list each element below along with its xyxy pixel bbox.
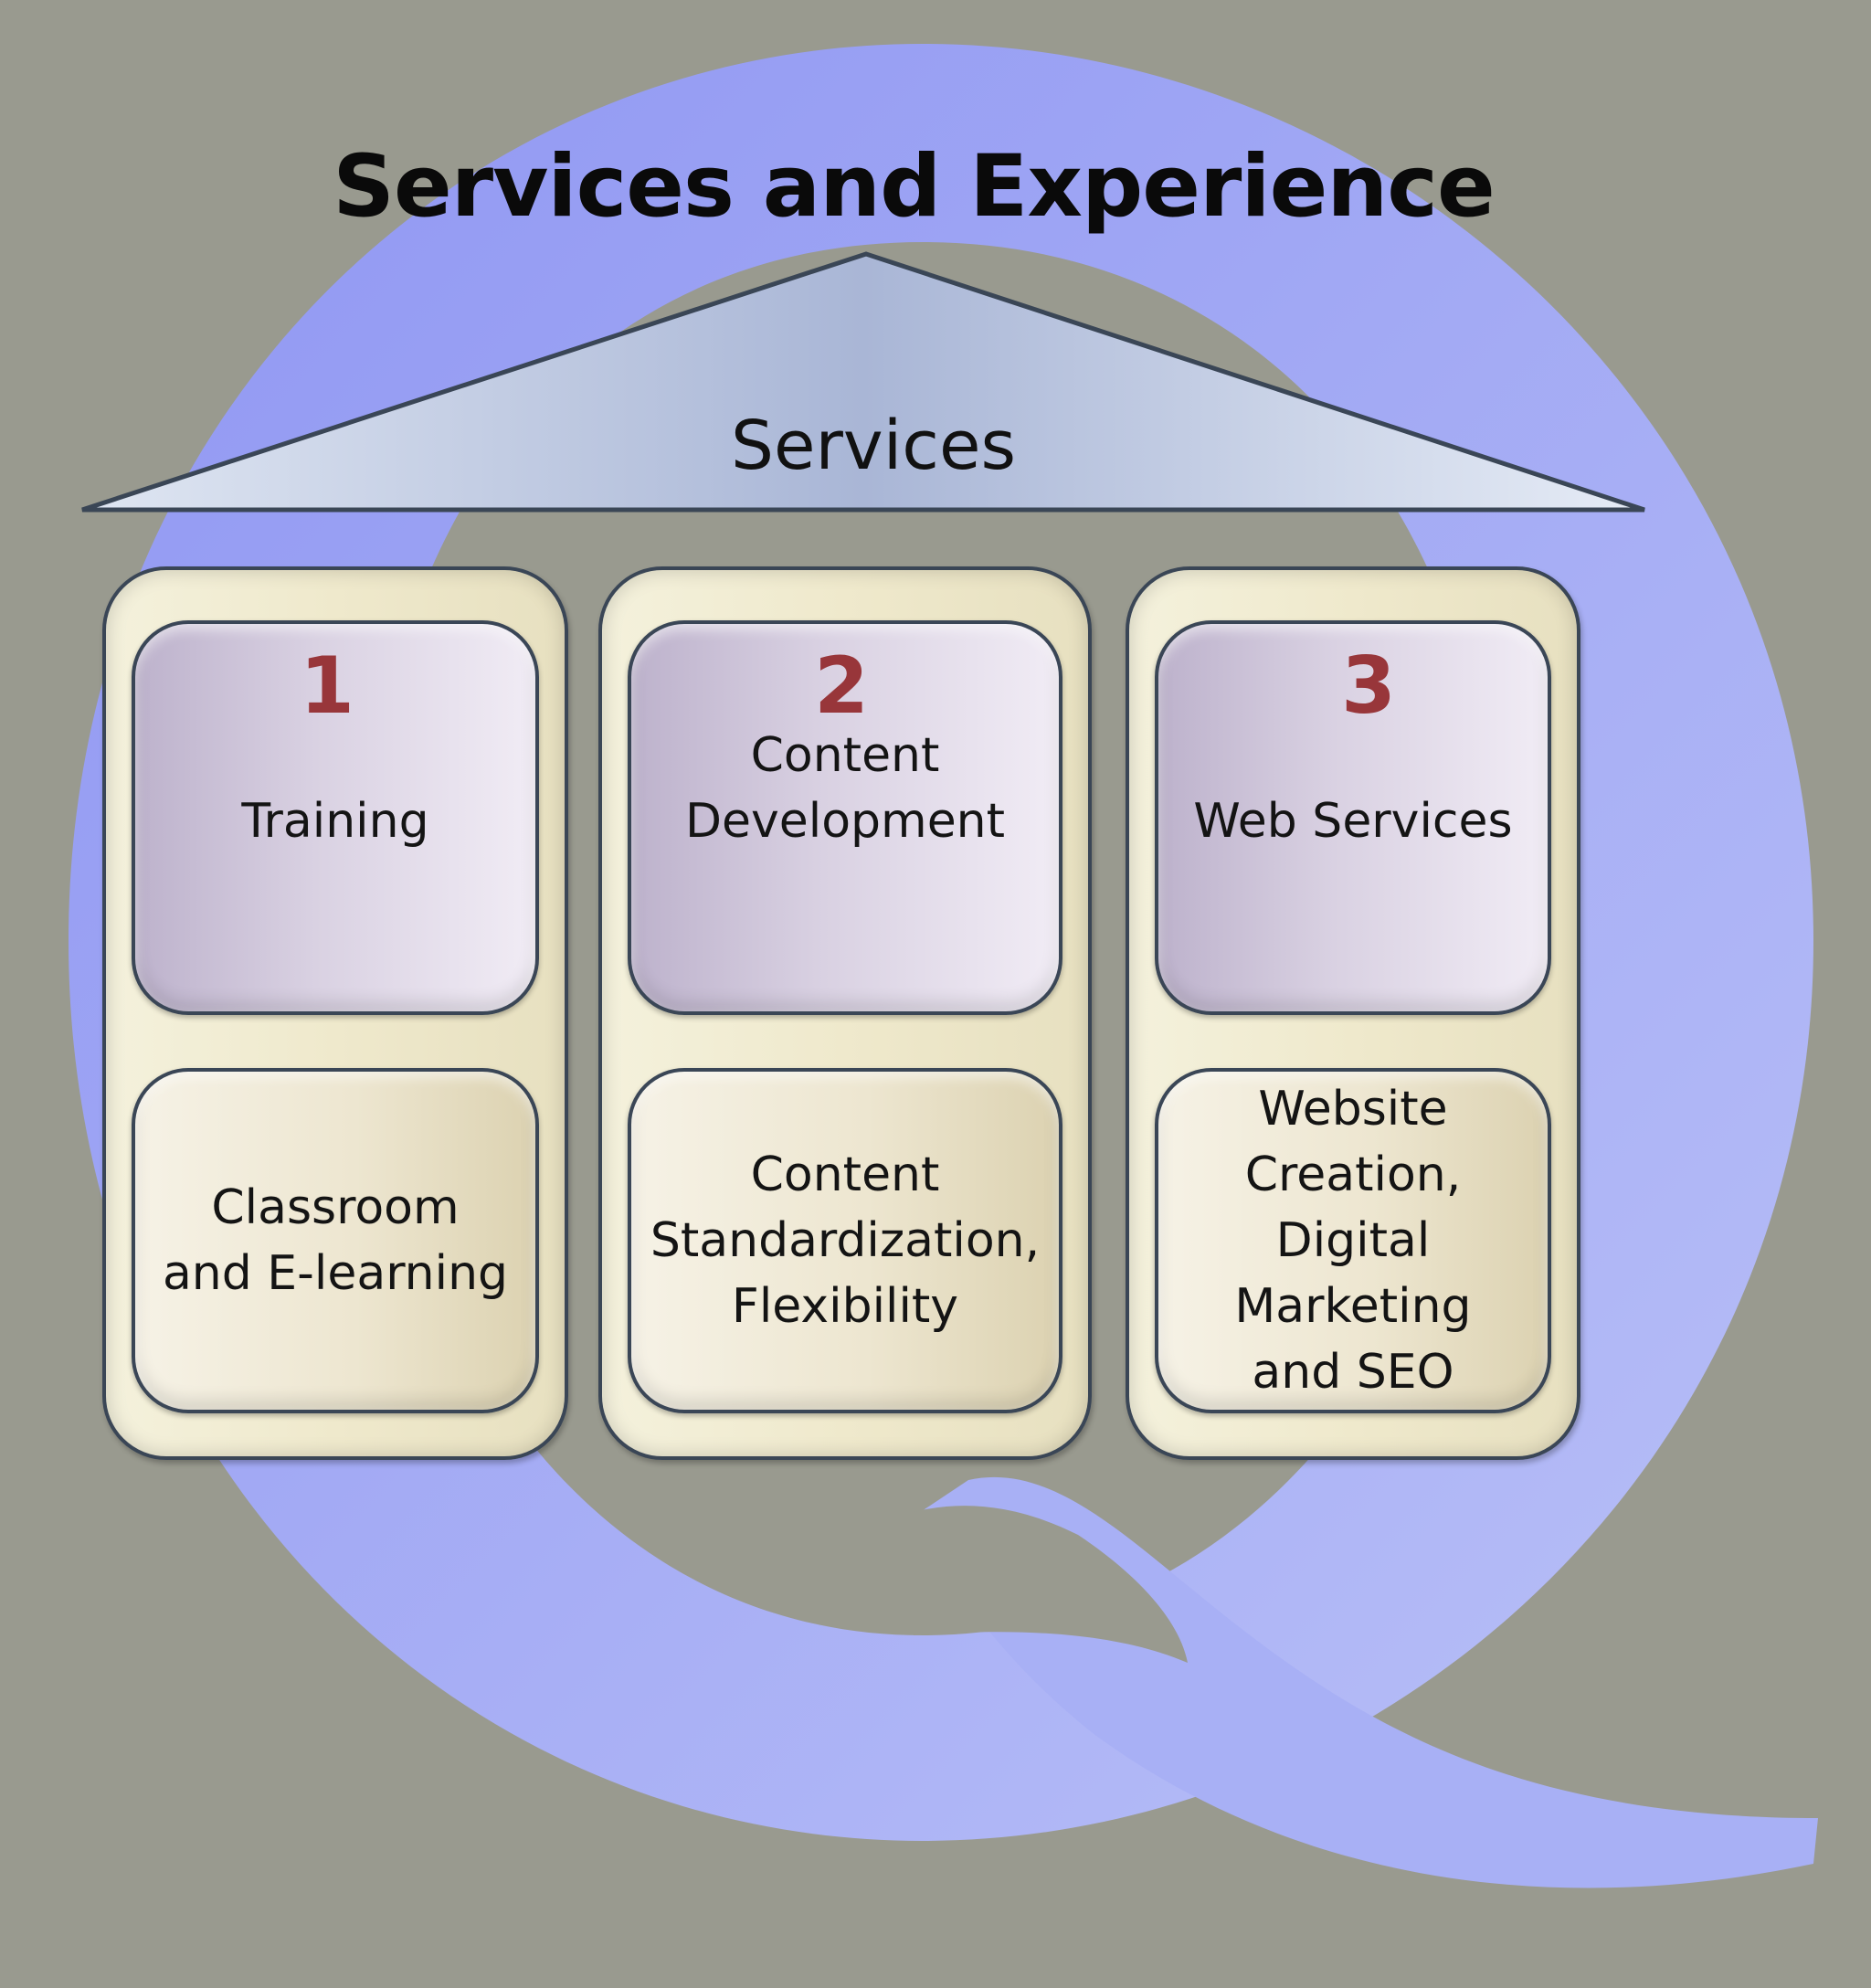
detail-line: Marketing	[1234, 1279, 1472, 1334]
pillar-web-services: 3 Web Services Website Creation, Digital…	[1126, 566, 1580, 1460]
detail-line: Digital	[1275, 1213, 1431, 1268]
detail-line: Classroom	[211, 1180, 460, 1235]
roof-label: Services	[731, 407, 1017, 485]
detail-line: and E-learning	[162, 1246, 509, 1301]
diagram-title: Services and Experience	[333, 137, 1495, 237]
detail-line: Standardization,	[650, 1213, 1041, 1268]
service-name: Web Services	[1158, 788, 1548, 854]
services-roof	[81, 251, 1645, 513]
service-name-line: Development	[684, 794, 1006, 849]
service-detail: Classroom and E-learning	[135, 1072, 535, 1410]
service-name: Training	[135, 788, 535, 854]
service-name-line: Content	[750, 728, 940, 783]
service-box-web-services: 3 Web Services	[1155, 620, 1551, 1015]
service-number: 2	[814, 640, 869, 732]
service-detail: Content Standardization, Flexibility	[631, 1072, 1059, 1410]
detail-line: Content	[750, 1147, 940, 1202]
detail-line: and SEO	[1252, 1345, 1454, 1400]
service-number: 3	[1341, 640, 1396, 732]
q-tail-shape	[914, 1476, 1818, 1888]
detail-line: Flexibility	[731, 1279, 959, 1334]
detail-line: Creation,	[1244, 1147, 1462, 1202]
service-detail: Website Creation, Digital Marketing and …	[1158, 1072, 1548, 1410]
service-box-training: 1 Training	[132, 620, 539, 1015]
detail-box-training: Classroom and E-learning	[132, 1068, 539, 1413]
q-tail-cutout	[914, 1506, 1188, 1663]
pillar-training: 1 Training Classroom and E-learning	[102, 566, 568, 1460]
service-number: 1	[300, 640, 354, 732]
service-name-line: Training	[241, 794, 429, 849]
pillar-content-development: 2 Content Development Content Standardiz…	[598, 566, 1092, 1460]
service-name-line: Web Services	[1193, 794, 1513, 849]
detail-box-web-services: Website Creation, Digital Marketing and …	[1155, 1068, 1551, 1413]
service-box-content-development: 2 Content Development	[628, 620, 1062, 1015]
detail-box-content-development: Content Standardization, Flexibility	[628, 1068, 1062, 1413]
detail-line: Website	[1258, 1082, 1448, 1137]
service-name: Content Development	[631, 723, 1059, 854]
